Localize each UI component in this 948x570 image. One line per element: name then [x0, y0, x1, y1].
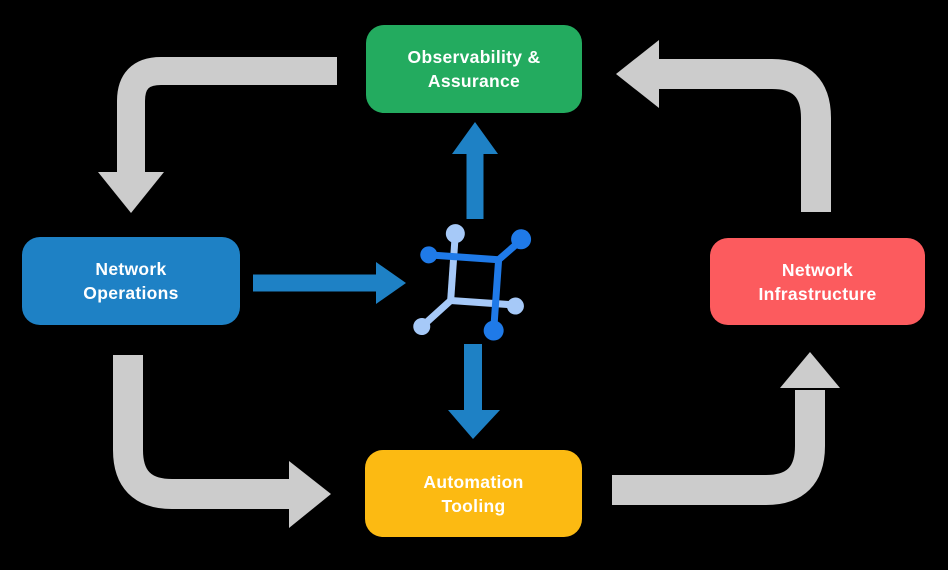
cycle-arrow-bottom-left	[113, 355, 331, 528]
network-mesh-icon	[413, 224, 532, 341]
node-network-operations: Network Operations	[22, 237, 240, 325]
node-automation-tooling: Automation Tooling	[365, 450, 582, 537]
node-label-line: Automation	[423, 471, 524, 492]
cycle-arrow-top-right	[616, 40, 831, 212]
node-label-line: Tooling	[441, 495, 506, 516]
node-network-infrastructure: Network Infrastructure	[710, 238, 925, 325]
node-observability-assurance: Observability & Assurance	[366, 25, 582, 113]
node-label-line: Network	[95, 259, 167, 279]
flow-arrow-operations-to-center	[253, 262, 406, 304]
node-label-line: Network	[781, 259, 854, 280]
cycle-arrow-bottom-right	[612, 352, 840, 505]
node-label-line: Infrastructure	[758, 283, 877, 304]
node-label-line: Operations	[83, 283, 179, 303]
cycle-arrow-top-left	[98, 57, 337, 213]
flow-arrow-center-to-automation	[448, 344, 500, 439]
node-label-line: Assurance	[427, 71, 521, 91]
node-label-line: Observability &	[407, 47, 541, 67]
flow-arrow-center-to-observability	[452, 122, 498, 219]
